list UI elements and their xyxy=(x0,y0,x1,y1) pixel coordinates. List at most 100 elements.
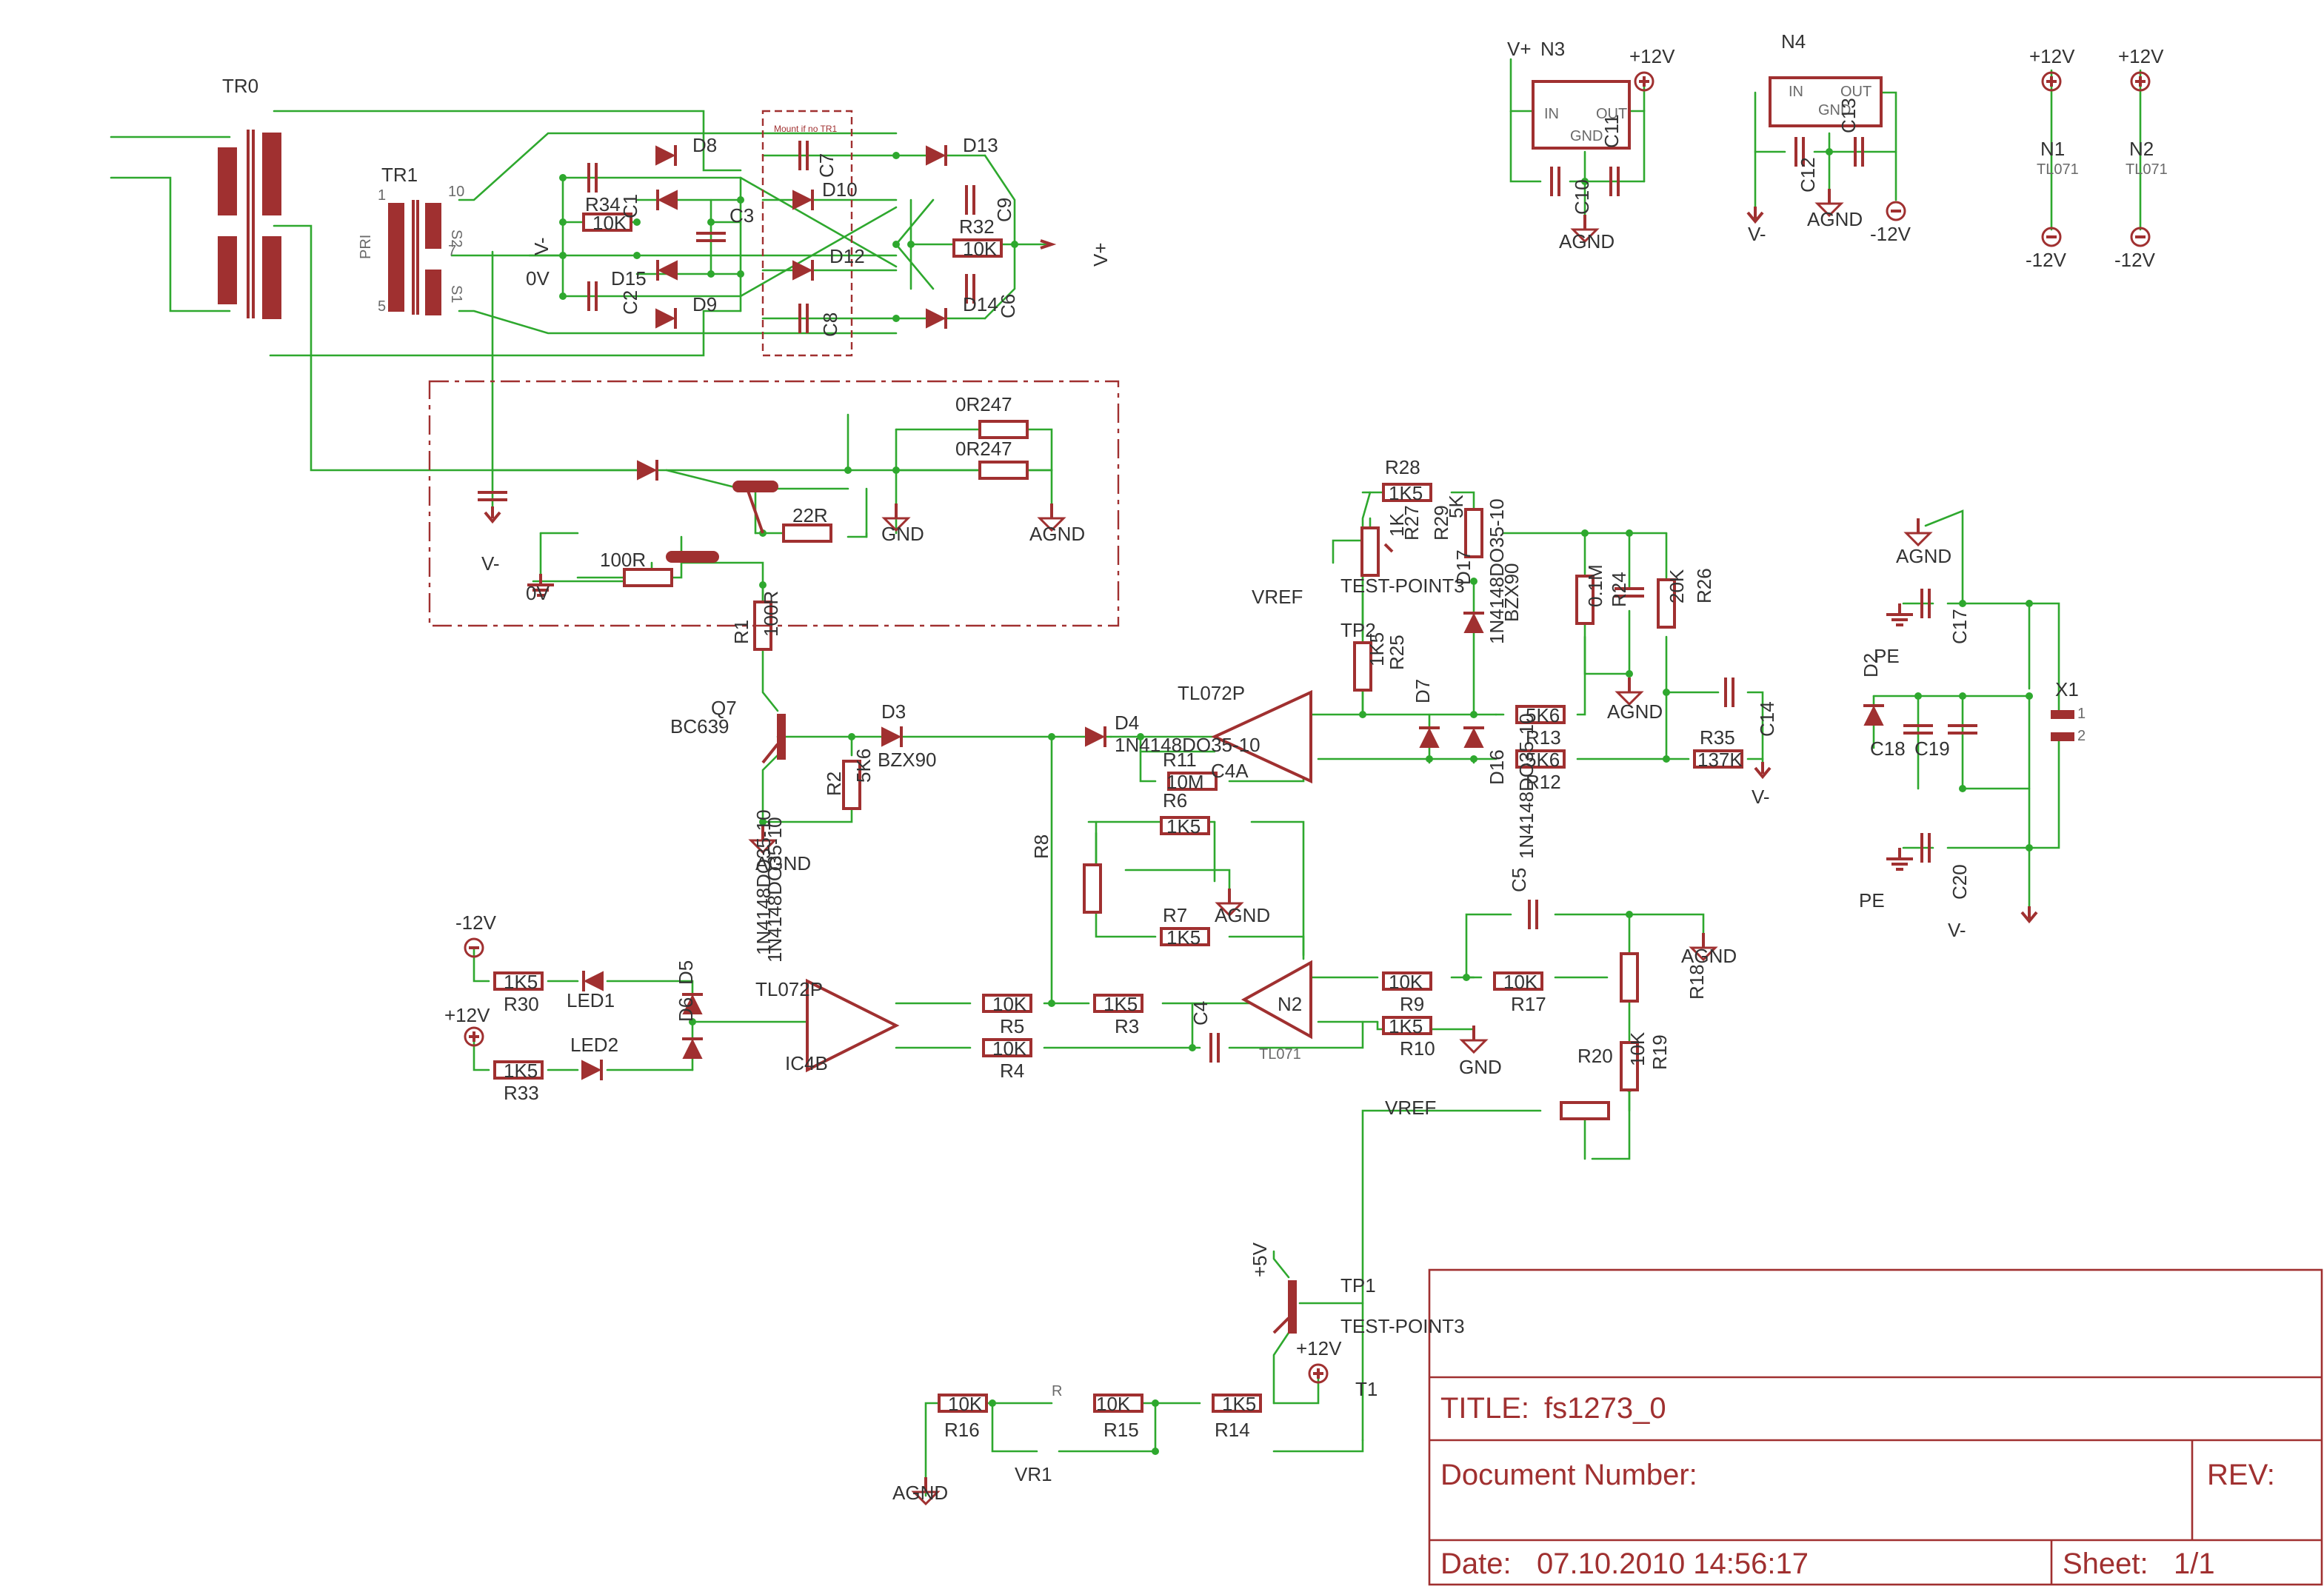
label-vref2: VREF xyxy=(1385,1097,1436,1119)
label-t1: T1 xyxy=(1355,1378,1378,1400)
value-r33: 1K5 xyxy=(504,1060,538,1082)
label-m12v-n2: -12V xyxy=(2114,249,2156,271)
value-r10: 1K5 xyxy=(1389,1015,1423,1037)
value-r100: 100R xyxy=(600,549,646,571)
label-d2: D2 xyxy=(1860,653,1882,678)
label-d6: D6 xyxy=(675,997,697,1022)
label-s1: S1 xyxy=(448,285,464,303)
value-r32: 10K xyxy=(963,238,998,260)
value-r19: 10K xyxy=(1626,1031,1649,1066)
label-x1-1: 1 xyxy=(2077,706,2086,722)
label-r14: R14 xyxy=(1215,1419,1250,1441)
label-c3: C3 xyxy=(729,204,754,227)
label-agnd1: AGND xyxy=(1029,523,1085,545)
label-r17: R17 xyxy=(1511,993,1546,1015)
label-r32: R32 xyxy=(959,215,995,238)
label-c20: C20 xyxy=(1949,864,1971,900)
label-p5v: +5V xyxy=(1249,1242,1271,1277)
transistors xyxy=(666,481,1297,1334)
transformer-tr0 xyxy=(218,130,281,319)
label-agnd5: AGND xyxy=(1681,945,1737,967)
label-pri: PRI xyxy=(358,235,374,259)
mount-note: Mount if no TR1 xyxy=(774,124,837,134)
value-r25: 1K5 xyxy=(1366,632,1388,666)
label-c5: C5 xyxy=(1508,868,1530,892)
value-r17: 10K xyxy=(1503,971,1538,993)
label-tp2: TP2 xyxy=(1340,619,1376,641)
label-r-pin: R xyxy=(1052,1383,1062,1399)
label-vplus-n3: V+ xyxy=(1507,38,1532,60)
label-tl071-n2: TL071 xyxy=(1259,1046,1301,1063)
value-r5: 10K xyxy=(992,993,1027,1015)
label-c18: C18 xyxy=(1870,737,1906,760)
pin-tr1-5: 5 xyxy=(378,298,386,315)
label-gnd-n4: GND xyxy=(1818,102,1851,118)
label-r27: R27 xyxy=(1400,505,1423,541)
label-0v2: 0V xyxy=(526,582,550,604)
label-c12: C12 xyxy=(1797,157,1819,193)
label-x1: X1 xyxy=(2055,678,2079,700)
label-r5: R5 xyxy=(1000,1015,1024,1037)
value-r0247a: 0R247 xyxy=(955,393,1012,415)
wires xyxy=(110,58,2142,1497)
label-test-point2: TEST-POINT3 xyxy=(1340,1315,1465,1337)
label-vminus2: V- xyxy=(481,552,500,575)
label-vplus-rect: V+ xyxy=(1089,242,1112,267)
value-r3: 1K5 xyxy=(1103,993,1138,1015)
label-r15: R15 xyxy=(1103,1419,1139,1441)
value-r30: 1K5 xyxy=(504,971,538,993)
label-r13: R13 xyxy=(1526,726,1561,749)
value-r7: 1K5 xyxy=(1166,926,1201,949)
label-c19: C19 xyxy=(1914,737,1950,760)
label-r19: R19 xyxy=(1649,1034,1671,1070)
label-r30: R30 xyxy=(504,993,539,1015)
junctions xyxy=(559,148,2033,1455)
label-p12v-n1: +12V xyxy=(2029,45,2075,67)
label-n3: N3 xyxy=(1540,38,1565,60)
pin-tr1-10: 10 xyxy=(448,184,464,200)
label-d13: D13 xyxy=(963,134,998,156)
rev-label: REV: xyxy=(2207,1459,2275,1491)
date-label: Date: xyxy=(1440,1548,1512,1580)
value-d7: 1N4148DO35-10 xyxy=(1486,498,1508,644)
label-tl071-n1: TL071 xyxy=(2037,161,2079,178)
label-vminus-n4: V- xyxy=(1748,223,1766,245)
value-r11: 10M xyxy=(1166,771,1204,793)
label-m12v-n4: -12V xyxy=(1870,223,1911,245)
label-vminus4: V- xyxy=(1948,919,1966,941)
opamps xyxy=(806,689,1312,1073)
value-r35: 137K xyxy=(1697,749,1743,771)
label-d3: D3 xyxy=(881,700,906,723)
value-r2: 5K6 xyxy=(852,749,875,783)
label-0v-rect: 0V xyxy=(526,267,550,290)
label-x1-2: 2 xyxy=(2077,728,2086,744)
power-symbols xyxy=(464,71,2151,1505)
label-r11: R11 xyxy=(1163,749,1197,771)
labels: TR0 TR1 PRI S2 S1 1 5 10 7 D8 D9 D10 D12… xyxy=(222,30,2168,1504)
label-pe1: PE xyxy=(1874,645,1900,667)
label-tl072p-a: TL072P xyxy=(1178,682,1245,704)
label-p12v-n2: +12V xyxy=(2118,45,2164,67)
label-q7: Q7 xyxy=(711,697,737,719)
dashed-boxes xyxy=(428,110,1120,627)
title-block: TITLE: fs1273_0 Document Number: REV: Da… xyxy=(1440,1392,2275,1580)
label-n4: N4 xyxy=(1781,30,1806,53)
label-c4: C4 xyxy=(1189,1001,1212,1026)
label-d16: D16 xyxy=(1486,749,1508,785)
transformer-tr1 xyxy=(388,200,441,315)
sheet-label: Sheet: xyxy=(2063,1548,2148,1580)
label-gnd-n3: GND xyxy=(1570,128,1603,144)
value-r34: 10K xyxy=(592,212,627,234)
value-r6: 1K5 xyxy=(1166,815,1201,837)
value-r29: 5K xyxy=(1445,495,1467,518)
label-m12v-a: -12V xyxy=(455,911,497,934)
potentiometers xyxy=(1083,508,1639,1120)
label-r10: R10 xyxy=(1400,1037,1435,1060)
label-tp1: TP1 xyxy=(1340,1274,1376,1297)
value-d6: 1N4148DO35-10 xyxy=(764,817,786,963)
value-r1: 100R xyxy=(760,591,782,637)
label-c11: C11 xyxy=(1600,114,1623,148)
regulators xyxy=(1532,76,1883,150)
label-d14: D14 xyxy=(963,293,998,315)
